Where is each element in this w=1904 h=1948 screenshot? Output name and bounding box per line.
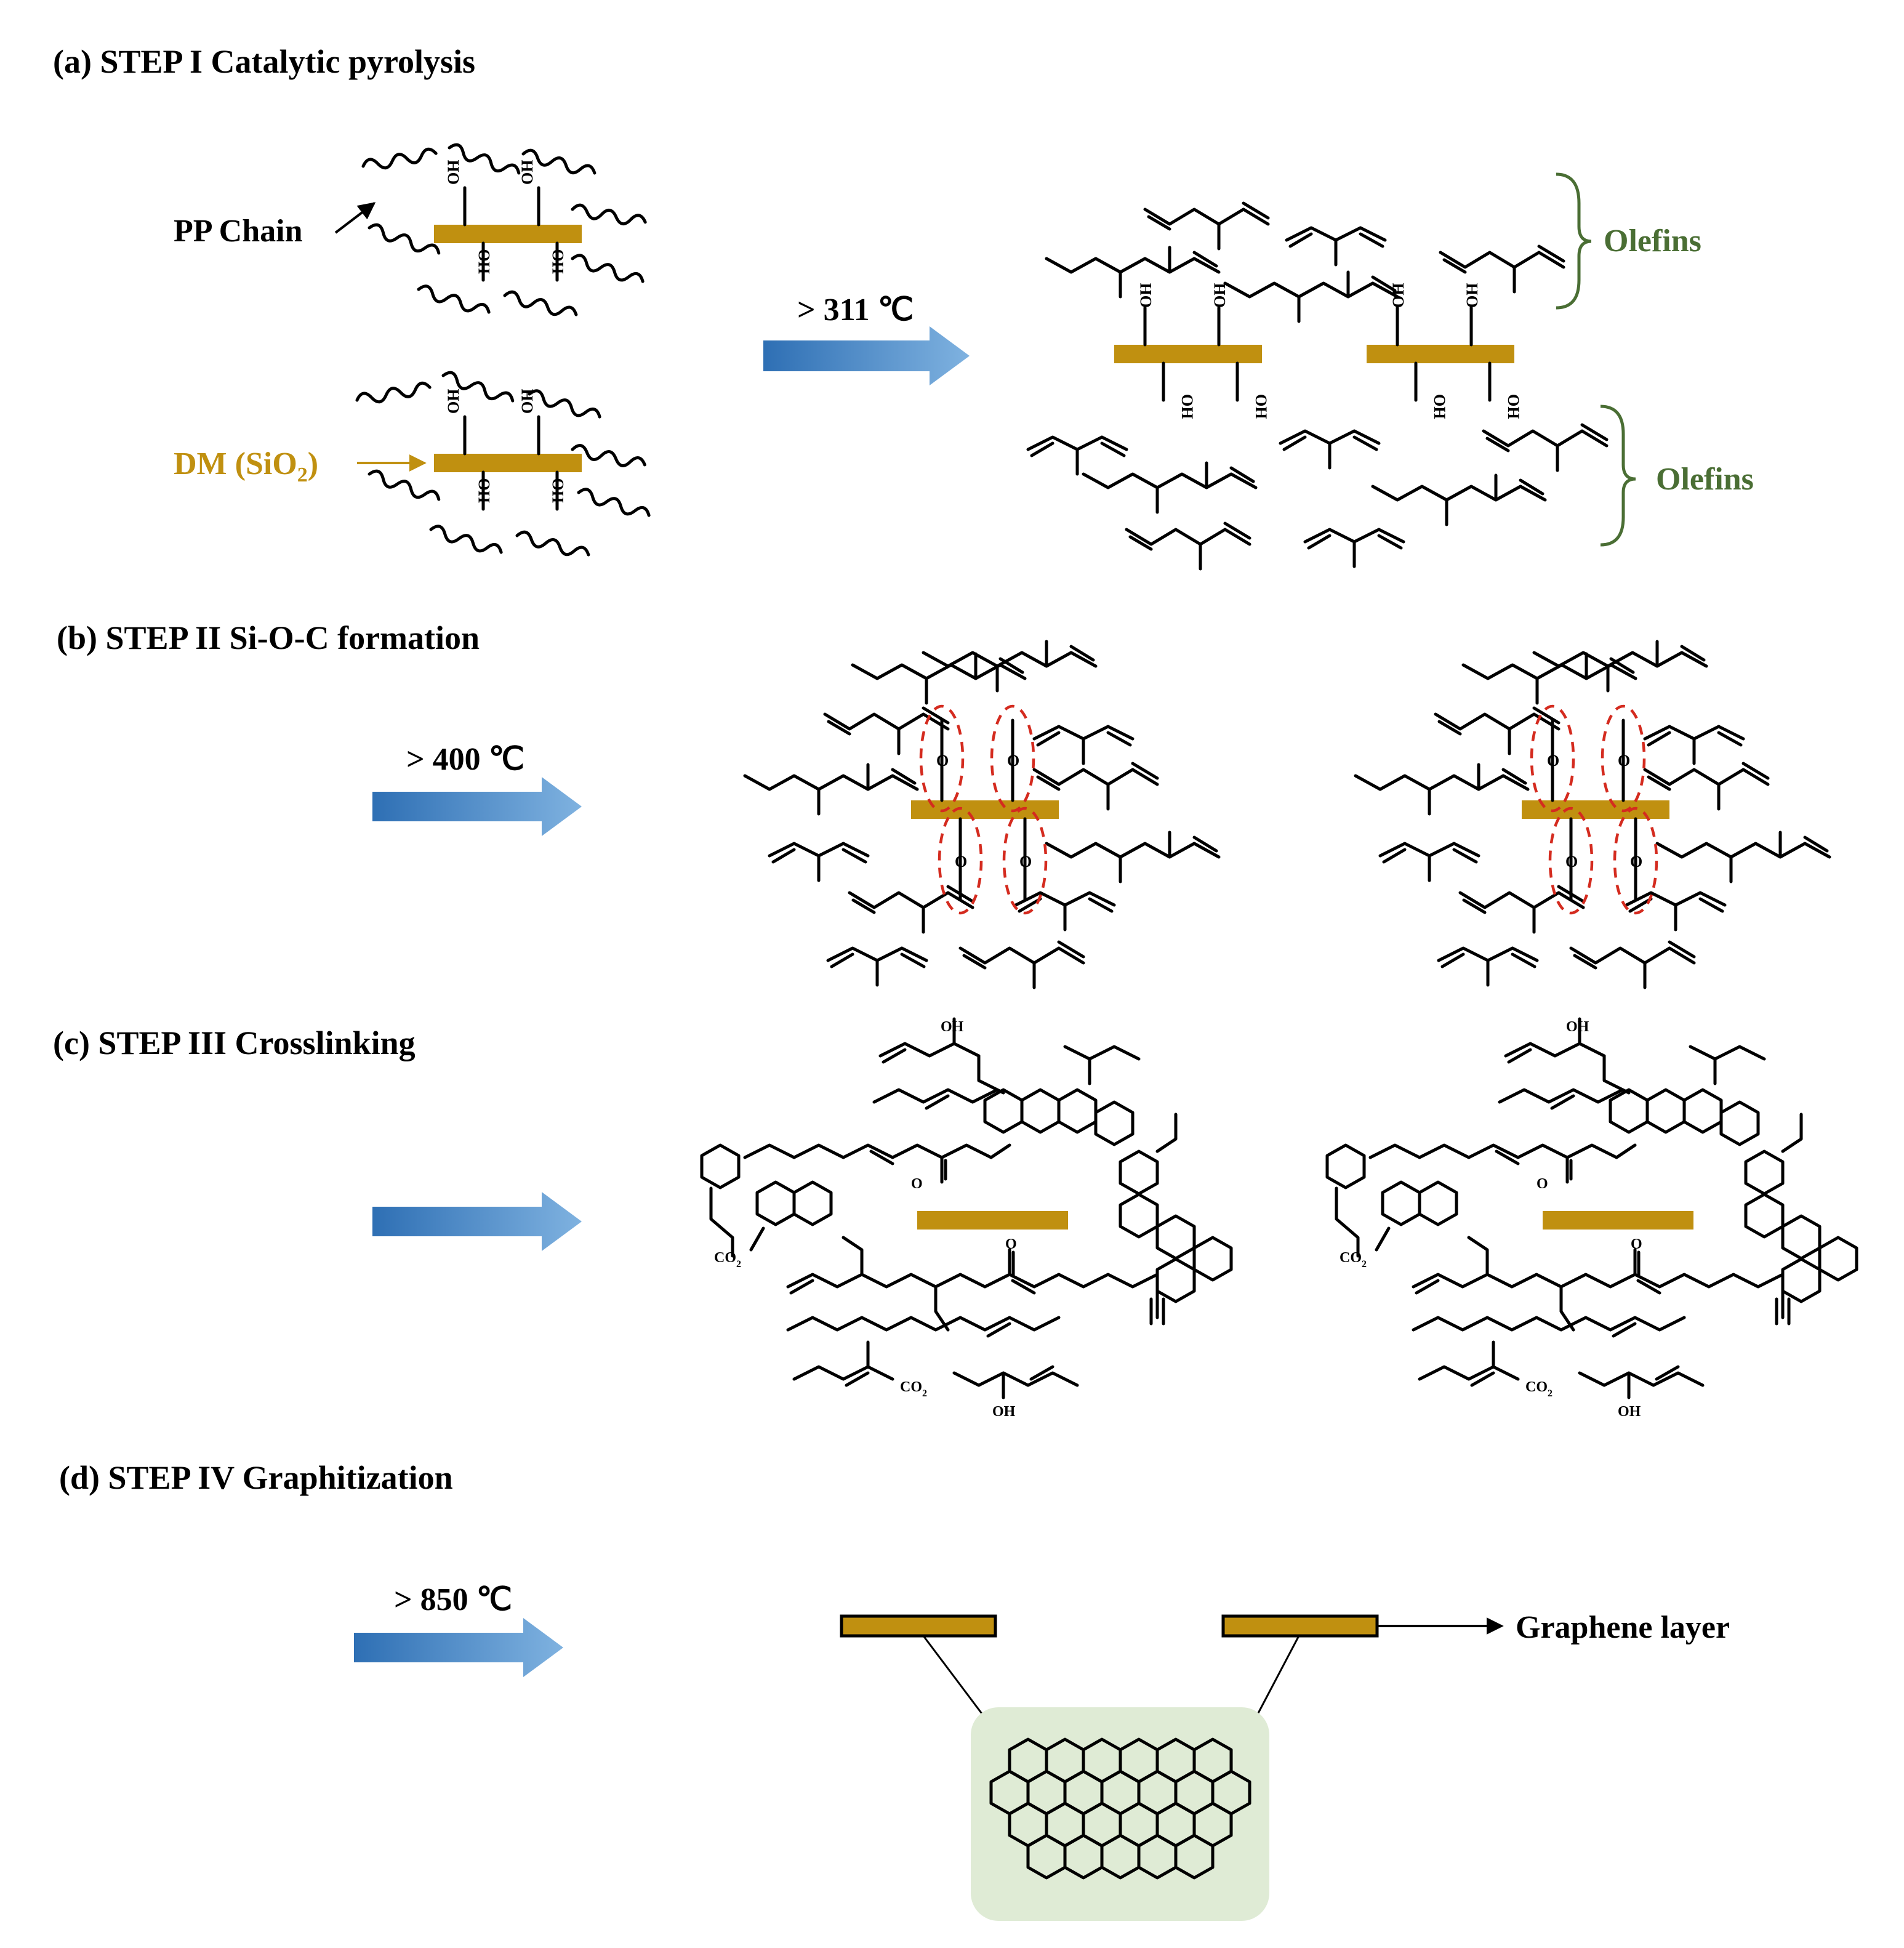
pp-chain-label: PP Chain	[174, 214, 303, 249]
olefins-label-bottom: Olefins	[1656, 462, 1754, 497]
arrow-right-icon	[354, 1618, 563, 1677]
svg-text:CO2: CO2	[714, 1250, 741, 1270]
svg-text:O: O	[1007, 752, 1019, 770]
graphene-layer-label: Graphene layer	[1516, 1610, 1730, 1645]
svg-text:CO2: CO2	[900, 1379, 927, 1399]
svg-text:OH: OH	[444, 160, 462, 185]
olefins-bracket-top	[1556, 172, 1592, 310]
step-a-heading: (a) STEP I Catalytic pyrolysis	[53, 43, 475, 80]
svg-text:HO: HO	[475, 478, 493, 503]
pp-dm-composite-top	[362, 143, 646, 320]
olefins-label-top: Olefins	[1604, 223, 1701, 259]
oh-labels-products: OH OH OH OH OH OH OH OH	[1137, 283, 1522, 419]
graphene-coated-particle-right	[1221, 1614, 1379, 1638]
svg-text:OH: OH	[1431, 394, 1448, 419]
step-c-heading: (c) STEP III Crosslinking	[53, 1024, 416, 1061]
step-d-temp: > 850 ℃	[394, 1582, 512, 1617]
svg-text:OH: OH	[1211, 283, 1229, 308]
svg-text:HO: HO	[549, 249, 567, 274]
svg-text:OH: OH	[1252, 394, 1270, 419]
svg-text:O: O	[1547, 752, 1559, 770]
step-b-heading: (b) STEP II Si-O-C formation	[57, 619, 480, 656]
svg-text:OH: OH	[1463, 283, 1481, 308]
svg-text:O: O	[936, 752, 949, 770]
dm-sio2-label: DM (SiO2)	[174, 446, 318, 486]
svg-text:O: O	[1019, 853, 1032, 871]
zoom-line-right	[1255, 1635, 1300, 1718]
svg-text:HO: HO	[549, 478, 567, 503]
svg-text:OH: OH	[1137, 283, 1155, 308]
svg-text:O: O	[955, 853, 967, 871]
arrow-right-icon	[372, 1192, 582, 1251]
si-o-c-network-left: O O O O	[745, 642, 1219, 988]
svg-text:O: O	[1618, 752, 1630, 770]
arrow-right-icon	[763, 326, 970, 385]
crosslinked-network-left: OH OH CO2 CO2 O O	[702, 1017, 1231, 1420]
zoom-line-left	[922, 1635, 986, 1718]
step-a-temp: > 311 ℃	[797, 292, 914, 328]
arrow-right-icon	[372, 777, 582, 836]
svg-text:OH: OH	[941, 1019, 964, 1035]
step-d-heading: (d) STEP IV Graphitization	[59, 1459, 453, 1496]
svg-text:O: O	[1005, 1236, 1017, 1252]
pyrolysis-products	[1028, 203, 1607, 569]
step-b-temp: > 400 ℃	[406, 742, 524, 777]
pp-chain-pointer	[334, 202, 376, 234]
svg-text:OH: OH	[1389, 283, 1407, 308]
svg-text:OH: OH	[444, 389, 462, 414]
crosslinked-network-right	[1327, 1019, 1857, 1420]
olefins-bracket-bottom	[1600, 404, 1636, 547]
si-o-c-network-right: O O O O	[1356, 642, 1830, 988]
svg-text:OH: OH	[992, 1404, 1016, 1420]
svg-text:OH: OH	[518, 389, 536, 414]
svg-text:OH: OH	[518, 160, 536, 185]
svg-text:O: O	[1565, 853, 1578, 871]
svg-text:OH: OH	[1504, 394, 1522, 419]
svg-text:OH: OH	[1178, 394, 1196, 419]
svg-text:O: O	[911, 1176, 923, 1192]
svg-text:O: O	[1630, 853, 1642, 871]
graphene-coated-particle-left	[840, 1614, 997, 1638]
oh-labels-step-a: OH OH HO HO OH OH HO HO	[444, 160, 567, 503]
pp-dm-composite-bottom	[356, 371, 650, 560]
svg-text:HO: HO	[475, 249, 493, 274]
